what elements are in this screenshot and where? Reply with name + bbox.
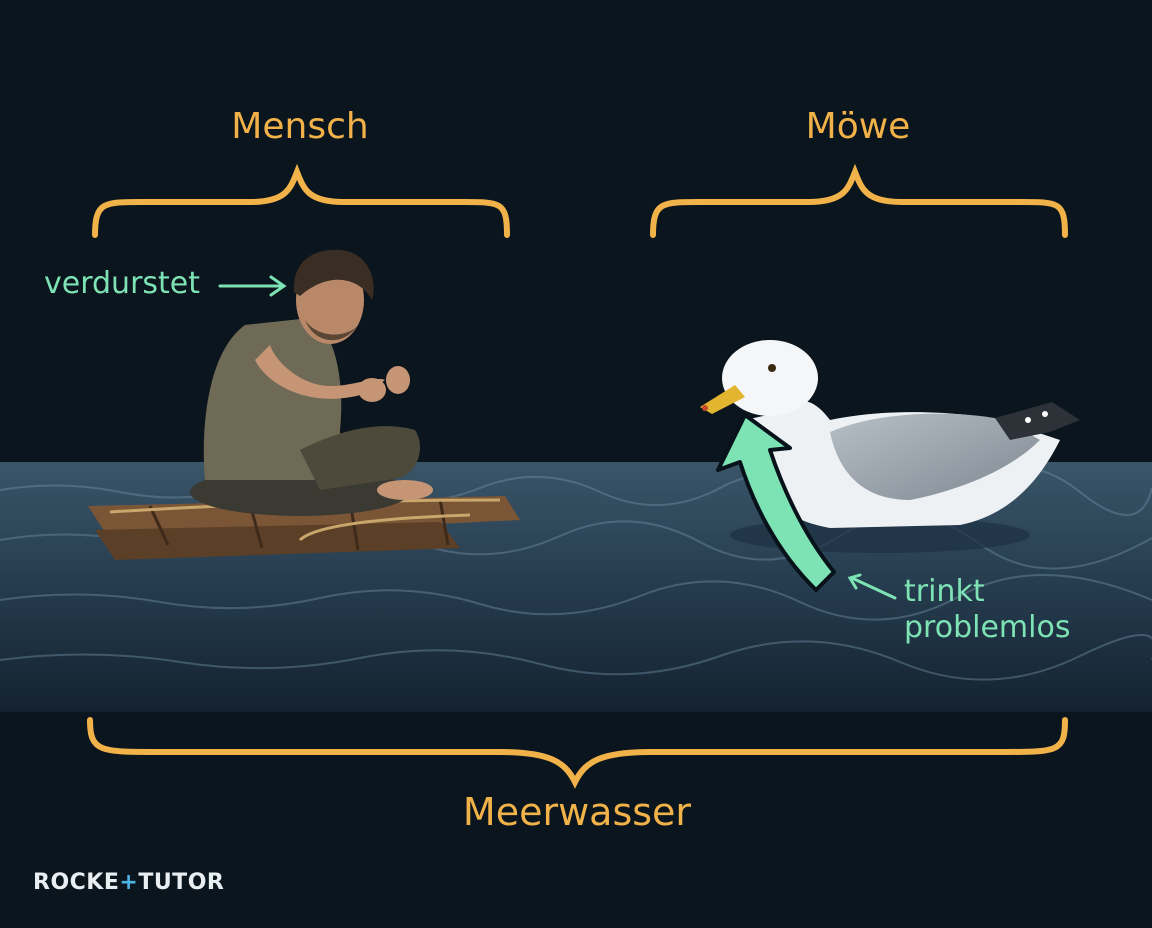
brace-moewe — [650, 163, 1068, 238]
brace-mensch — [92, 163, 510, 238]
logo-part1: ROCKE — [33, 870, 120, 895]
annotation-trinkt-problemlos: trinkt problemlos — [904, 574, 1070, 646]
seagull-figure — [700, 340, 1080, 553]
annotation-verdurstet: verdurstet — [44, 266, 201, 301]
label-moewe: Möwe — [805, 106, 911, 147]
annotation-trinkt-line1: trinkt — [904, 574, 985, 609]
brace-meerwasser — [87, 717, 1068, 789]
arrow-verdurstet — [218, 275, 287, 297]
label-meerwasser: Meerwasser — [462, 790, 692, 834]
logo-plus: + — [119, 870, 139, 895]
man-figure — [190, 249, 433, 516]
arrow-drink-up — [716, 413, 836, 592]
rocketutor-logo: ROCKE+TUTOR — [33, 870, 224, 895]
annotation-trinkt-line2: problemlos — [904, 610, 1071, 645]
arrow-trinkt-small — [847, 573, 897, 600]
logo-part2: TUTOR — [138, 870, 225, 895]
label-mensch: Mensch — [231, 106, 369, 147]
